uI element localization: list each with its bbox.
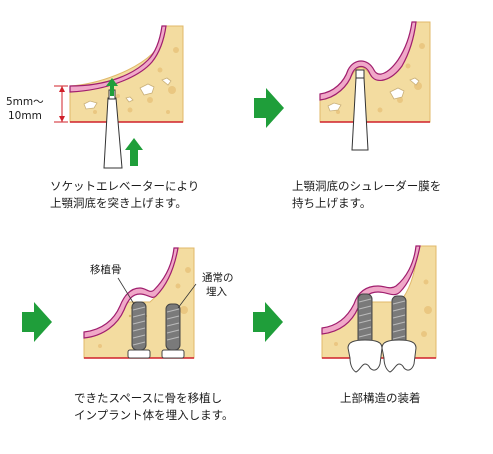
step-1-caption-line-2: 上顎洞底を突き上げます。 xyxy=(50,196,187,210)
normal-placement-label-line-1: 通常の xyxy=(202,272,234,284)
step-4-caption-line-1: 上部構造の装着 xyxy=(340,391,421,405)
crown-icon xyxy=(381,339,417,373)
step-3-illustration xyxy=(83,247,197,359)
step-2-caption-line-2: 持ち上げます。 xyxy=(292,196,372,210)
step-4-panel: 上部構造の装着 xyxy=(240,230,493,454)
implant-with-graft xyxy=(127,301,151,359)
arrow-right-icon xyxy=(254,88,284,128)
step-2-panel: 上顎洞底のシュレーダー膜を 持ち上げます。 xyxy=(240,0,493,225)
step-1-panel: 5mm～ 10mm ソケットエレベーターにより 上顎洞底を突き上げます。 xyxy=(0,0,240,225)
step-2-caption-line-1: 上顎洞底のシュレーダー膜を xyxy=(292,179,442,193)
arrow-right-icon xyxy=(22,302,52,342)
dimension-top-label: 5mm～ xyxy=(6,96,44,108)
dimension-bottom-label: 10mm xyxy=(8,110,42,122)
step-4-illustration xyxy=(321,245,437,373)
step-1-caption-line-1: ソケットエレベーターにより xyxy=(50,179,200,193)
step-2-illustration xyxy=(319,21,431,151)
graft-bone-label: 移植骨 xyxy=(90,264,122,276)
step-3-panel: 移植骨 通常の 埋入 できたスペースに骨を移植し インプラント体を埋入します。 xyxy=(0,230,240,454)
step-3-caption-line-1: できたスペースに骨を移植し xyxy=(74,391,223,405)
step-1-illustration xyxy=(54,25,184,169)
crown-icon xyxy=(347,339,383,373)
arrow-right-icon xyxy=(253,302,283,342)
normal-placement-label-line-2: 埋入 xyxy=(206,286,227,298)
implant-normal xyxy=(161,303,185,359)
step-3-caption-line-2: インプラント体を埋入します。 xyxy=(74,408,234,422)
